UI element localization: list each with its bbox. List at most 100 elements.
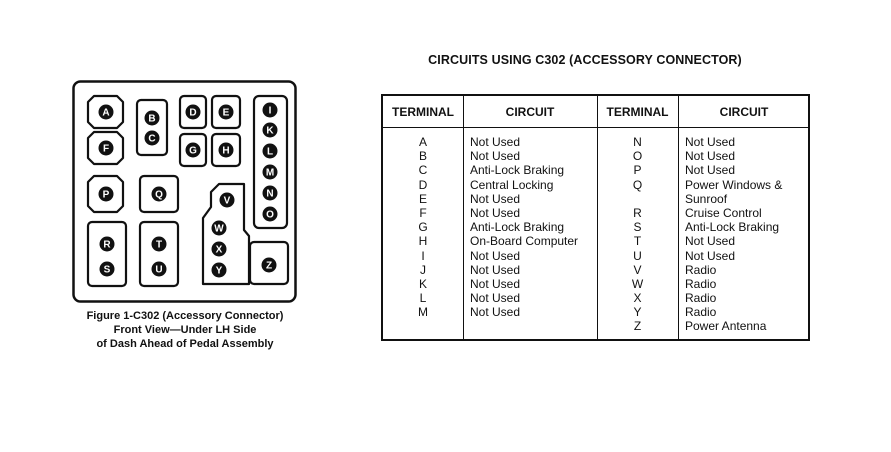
svg-text:K: K (266, 126, 274, 137)
table-cell: F (419, 205, 427, 220)
table-cell: Radio (685, 305, 717, 320)
svg-text:D: D (189, 108, 196, 119)
right-circuit-column: Not Used Not Used Not Used Power Windows… (685, 135, 810, 334)
table-cell: Anti-Lock Braking (470, 220, 565, 235)
cavity-f (86, 130, 125, 166)
table-cell: Not Used (685, 163, 736, 178)
table-cell: Radio (685, 262, 717, 277)
right-terminal-column: N O P Q R S T U V W X Y Z (597, 135, 678, 334)
connector-diagram: A B C D E F G H I K L M N O P Q V W X Y … (72, 80, 297, 303)
table-cell: Y (633, 305, 642, 320)
table-cell: U (633, 248, 642, 263)
table-cell: Sunroof (685, 191, 728, 206)
table-cell: Not Used (470, 149, 521, 164)
svg-text:M: M (266, 168, 274, 179)
pin-r: R (99, 236, 115, 252)
pin-y: Y (211, 262, 227, 278)
svg-text:S: S (104, 265, 111, 276)
svg-text:E: E (223, 108, 230, 119)
table-cell: On-Board Computer (470, 234, 579, 249)
cavity-e (210, 94, 242, 130)
table-cell: C (418, 163, 428, 178)
table-cell: Cruise Control (685, 205, 762, 220)
svg-text:F: F (103, 144, 109, 155)
table-cell: Z (633, 319, 642, 334)
circuits-table: TERMINAL CIRCUIT TERMINAL CIRCUIT A B C … (381, 94, 810, 341)
pin-p: P (98, 186, 114, 202)
table-cell: Not Used (470, 291, 521, 306)
left-circuit-column: Not Used Not Used Anti-Lock Braking Cent… (470, 135, 597, 319)
svg-text:R: R (103, 240, 111, 251)
table-cell: Not Used (470, 135, 521, 149)
table-cell: Not Used (470, 205, 521, 220)
table-cell: E (418, 191, 427, 206)
pin-s: S (99, 261, 115, 277)
table-cell: D (418, 177, 428, 192)
svg-text:Q: Q (155, 190, 163, 201)
table-cell: Not Used (470, 305, 521, 320)
cavity-rs (86, 220, 128, 288)
pin-h: H (218, 142, 234, 158)
pin-l: L (262, 143, 278, 159)
svg-text:X: X (216, 245, 223, 256)
svg-text:U: U (155, 265, 162, 276)
svg-text:N: N (266, 189, 273, 200)
pin-a: A (98, 104, 114, 120)
table-cell: Q (632, 177, 643, 192)
svg-text:V: V (224, 196, 231, 207)
table-cell: Central Locking (470, 177, 554, 192)
pin-c: C (144, 130, 160, 146)
table-cell: J (420, 262, 426, 277)
svg-text:Y: Y (216, 266, 223, 277)
pin-g: G (185, 142, 201, 158)
cavity-bc (135, 98, 169, 157)
cavity-d (178, 94, 208, 130)
table-cell (597, 192, 678, 206)
figure-caption-line-2: Front View—Under LH Side (113, 324, 257, 336)
table-cell: Not Used (470, 191, 521, 206)
pin-w: W (211, 220, 227, 236)
pin-v: V (219, 192, 235, 208)
table-cell: L (419, 291, 427, 306)
table-cell: Not Used (685, 248, 736, 263)
svg-text:W: W (214, 224, 224, 235)
svg-text:P: P (103, 190, 110, 201)
cavity-g (178, 132, 208, 168)
table-cell: Not Used (470, 276, 521, 291)
table-cell: Not Used (470, 248, 521, 263)
table-cell: M (418, 305, 428, 320)
figure-caption-line-1: Figure 1-C302 (Accessory Connector) (86, 310, 284, 322)
cavity-i-o (252, 94, 289, 230)
table-cell: Not Used (685, 135, 736, 149)
table-cell: R (633, 205, 642, 220)
pin-q: Q (151, 186, 167, 202)
header-circuit-left: CIRCUIT (505, 105, 555, 119)
left-terminal-column: A B C D E F G H I J K L M (383, 135, 463, 319)
pin-d: D (185, 104, 201, 120)
cavity-p (86, 174, 125, 214)
svg-text:L: L (267, 147, 273, 158)
table-cell: Not Used (685, 149, 736, 164)
table-cell: W (631, 276, 644, 291)
header-circuit-right: CIRCUIT (719, 105, 769, 119)
table-cell: Radio (685, 276, 717, 291)
cavity-v-y (201, 182, 251, 286)
table-cell: K (418, 276, 427, 291)
pin-m: M (262, 164, 278, 180)
column-divider (597, 96, 598, 339)
column-divider (463, 96, 464, 339)
svg-text:O: O (266, 210, 274, 221)
header-terminal-right: TERMINAL (606, 105, 669, 119)
svg-text:G: G (189, 146, 197, 157)
pin-x: X (211, 241, 227, 257)
table-cell: S (633, 220, 642, 235)
cavity-z (248, 240, 290, 286)
pin-n: N (262, 185, 278, 201)
table-title: CIRCUITS USING C302 (ACCESSORY CONNECTOR… (428, 53, 742, 67)
cavity-tu (138, 220, 180, 288)
figure-caption-line-3: of Dash Ahead of Pedal Assembly (96, 338, 274, 350)
pin-k: K (262, 122, 278, 138)
table-cell: Power Antenna (685, 319, 767, 334)
table-cell: Power Windows & (685, 177, 783, 192)
cavity-h (210, 132, 242, 168)
